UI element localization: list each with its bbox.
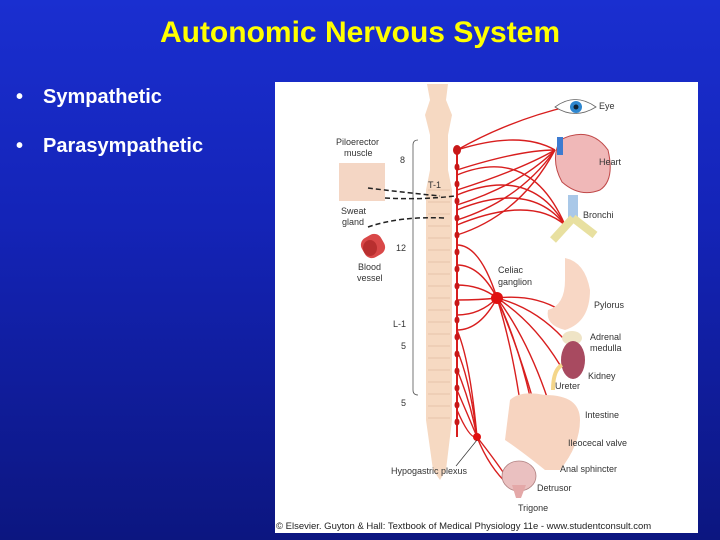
chain-ganglion — [454, 418, 460, 426]
label-intestine: Intestine — [585, 410, 619, 420]
intestine-icon — [505, 393, 580, 470]
chain-ganglion — [454, 367, 460, 375]
nerve-fiber — [456, 244, 498, 299]
blood-vessel-icon — [360, 233, 386, 259]
label-detrusor: Detrusor — [537, 483, 572, 493]
label-bronchi: Bronchi — [583, 210, 614, 220]
label-eye: Eye — [599, 101, 615, 111]
nerve-fiber — [456, 197, 566, 226]
nerve-fiber — [456, 149, 556, 221]
chain-ganglion — [453, 145, 461, 155]
chain-ganglion — [454, 401, 460, 409]
chain-ganglion — [454, 180, 460, 188]
nerve-fiber — [496, 297, 549, 401]
bladder-icon — [501, 460, 537, 498]
nerve-fiber — [496, 297, 564, 339]
nerve-fiber — [456, 209, 566, 226]
label-blood: Blood — [358, 262, 381, 272]
nerve-fiber — [456, 139, 556, 151]
label-l1: L-1 — [393, 319, 406, 329]
label-adrenal: Adrenal — [590, 332, 621, 342]
label-ureter: Ureter — [555, 381, 580, 391]
label-pylorus: Pylorus — [594, 300, 625, 310]
label-heart: Heart — [599, 157, 622, 167]
slide-title: Autonomic Nervous System — [159, 16, 561, 49]
label-celiac: Celiac — [498, 265, 524, 275]
bullet-sympathetic: Sympathetic — [16, 86, 203, 109]
nerve-fiber — [456, 349, 478, 438]
label-trigone: Trigone — [518, 503, 548, 513]
bullet-list: Sympathetic Parasympathetic — [16, 86, 203, 184]
heart-icon — [555, 133, 611, 194]
chain-ganglia — [453, 145, 461, 426]
label-12: 12 — [396, 243, 406, 253]
label-ganglion: ganglion — [498, 277, 532, 287]
copyright: © Elsevier. Guyton & Hall: Textbook of M… — [276, 521, 651, 532]
bronchi-icon — [550, 195, 598, 243]
hypogastric-pointer — [455, 439, 478, 467]
label-anal: Anal sphincter — [560, 464, 617, 474]
hypogastric-plexus — [473, 433, 481, 441]
bullet-parasympathetic: Parasympathetic — [16, 135, 203, 158]
label-5-sacral: 5 — [401, 398, 406, 408]
label-t1: T-1 — [428, 180, 441, 190]
chain-ganglion — [454, 350, 460, 358]
nerve-fiber — [496, 297, 561, 366]
chain-ganglion — [454, 197, 460, 205]
nerve-fiber — [456, 369, 478, 438]
chain-ganglion — [454, 265, 460, 273]
label-ileocecal: Ileocecal valve — [568, 438, 627, 448]
kidney-icon — [551, 331, 585, 391]
chain-ganglion — [454, 214, 460, 222]
eye-icon — [554, 99, 597, 114]
chain-ganglion — [454, 163, 460, 171]
label-hypogastric: Hypogastric plexus — [391, 466, 468, 476]
chain-ganglion — [454, 248, 460, 256]
nerve-fiber — [456, 166, 566, 226]
celiac-ganglion — [491, 292, 503, 304]
chain-ganglion — [454, 316, 460, 324]
nerve-fiber — [456, 149, 556, 206]
label-5-lumbar: 5 — [401, 341, 406, 351]
label-vessel: vessel — [357, 273, 383, 283]
nerve-fiber — [456, 105, 571, 151]
stomach-icon — [547, 258, 590, 330]
spinal-cord — [425, 84, 452, 480]
chain-ganglion — [454, 282, 460, 290]
nerve-fiber — [456, 149, 556, 171]
label-muscle: muscle — [344, 148, 373, 158]
segment-brackets — [412, 139, 419, 396]
chain-ganglion — [454, 299, 460, 307]
label-piloerector: Piloerector — [336, 137, 379, 147]
chain-ganglion — [454, 231, 460, 239]
nerve-fiber — [456, 184, 566, 226]
chain-ganglion — [454, 333, 460, 341]
skin-icon — [339, 163, 385, 201]
nerve-fiber — [456, 149, 556, 236]
label-8: 8 — [400, 155, 405, 165]
label-sweat: Sweat — [341, 206, 367, 216]
chain-ganglion — [454, 384, 460, 392]
label-kidney: Kidney — [588, 371, 616, 381]
spinal-segments — [428, 189, 450, 419]
label-gland: gland — [342, 217, 364, 227]
postganglionic-dashed — [367, 187, 456, 228]
label-medulla: medulla — [590, 343, 622, 353]
figure-background — [275, 82, 698, 533]
